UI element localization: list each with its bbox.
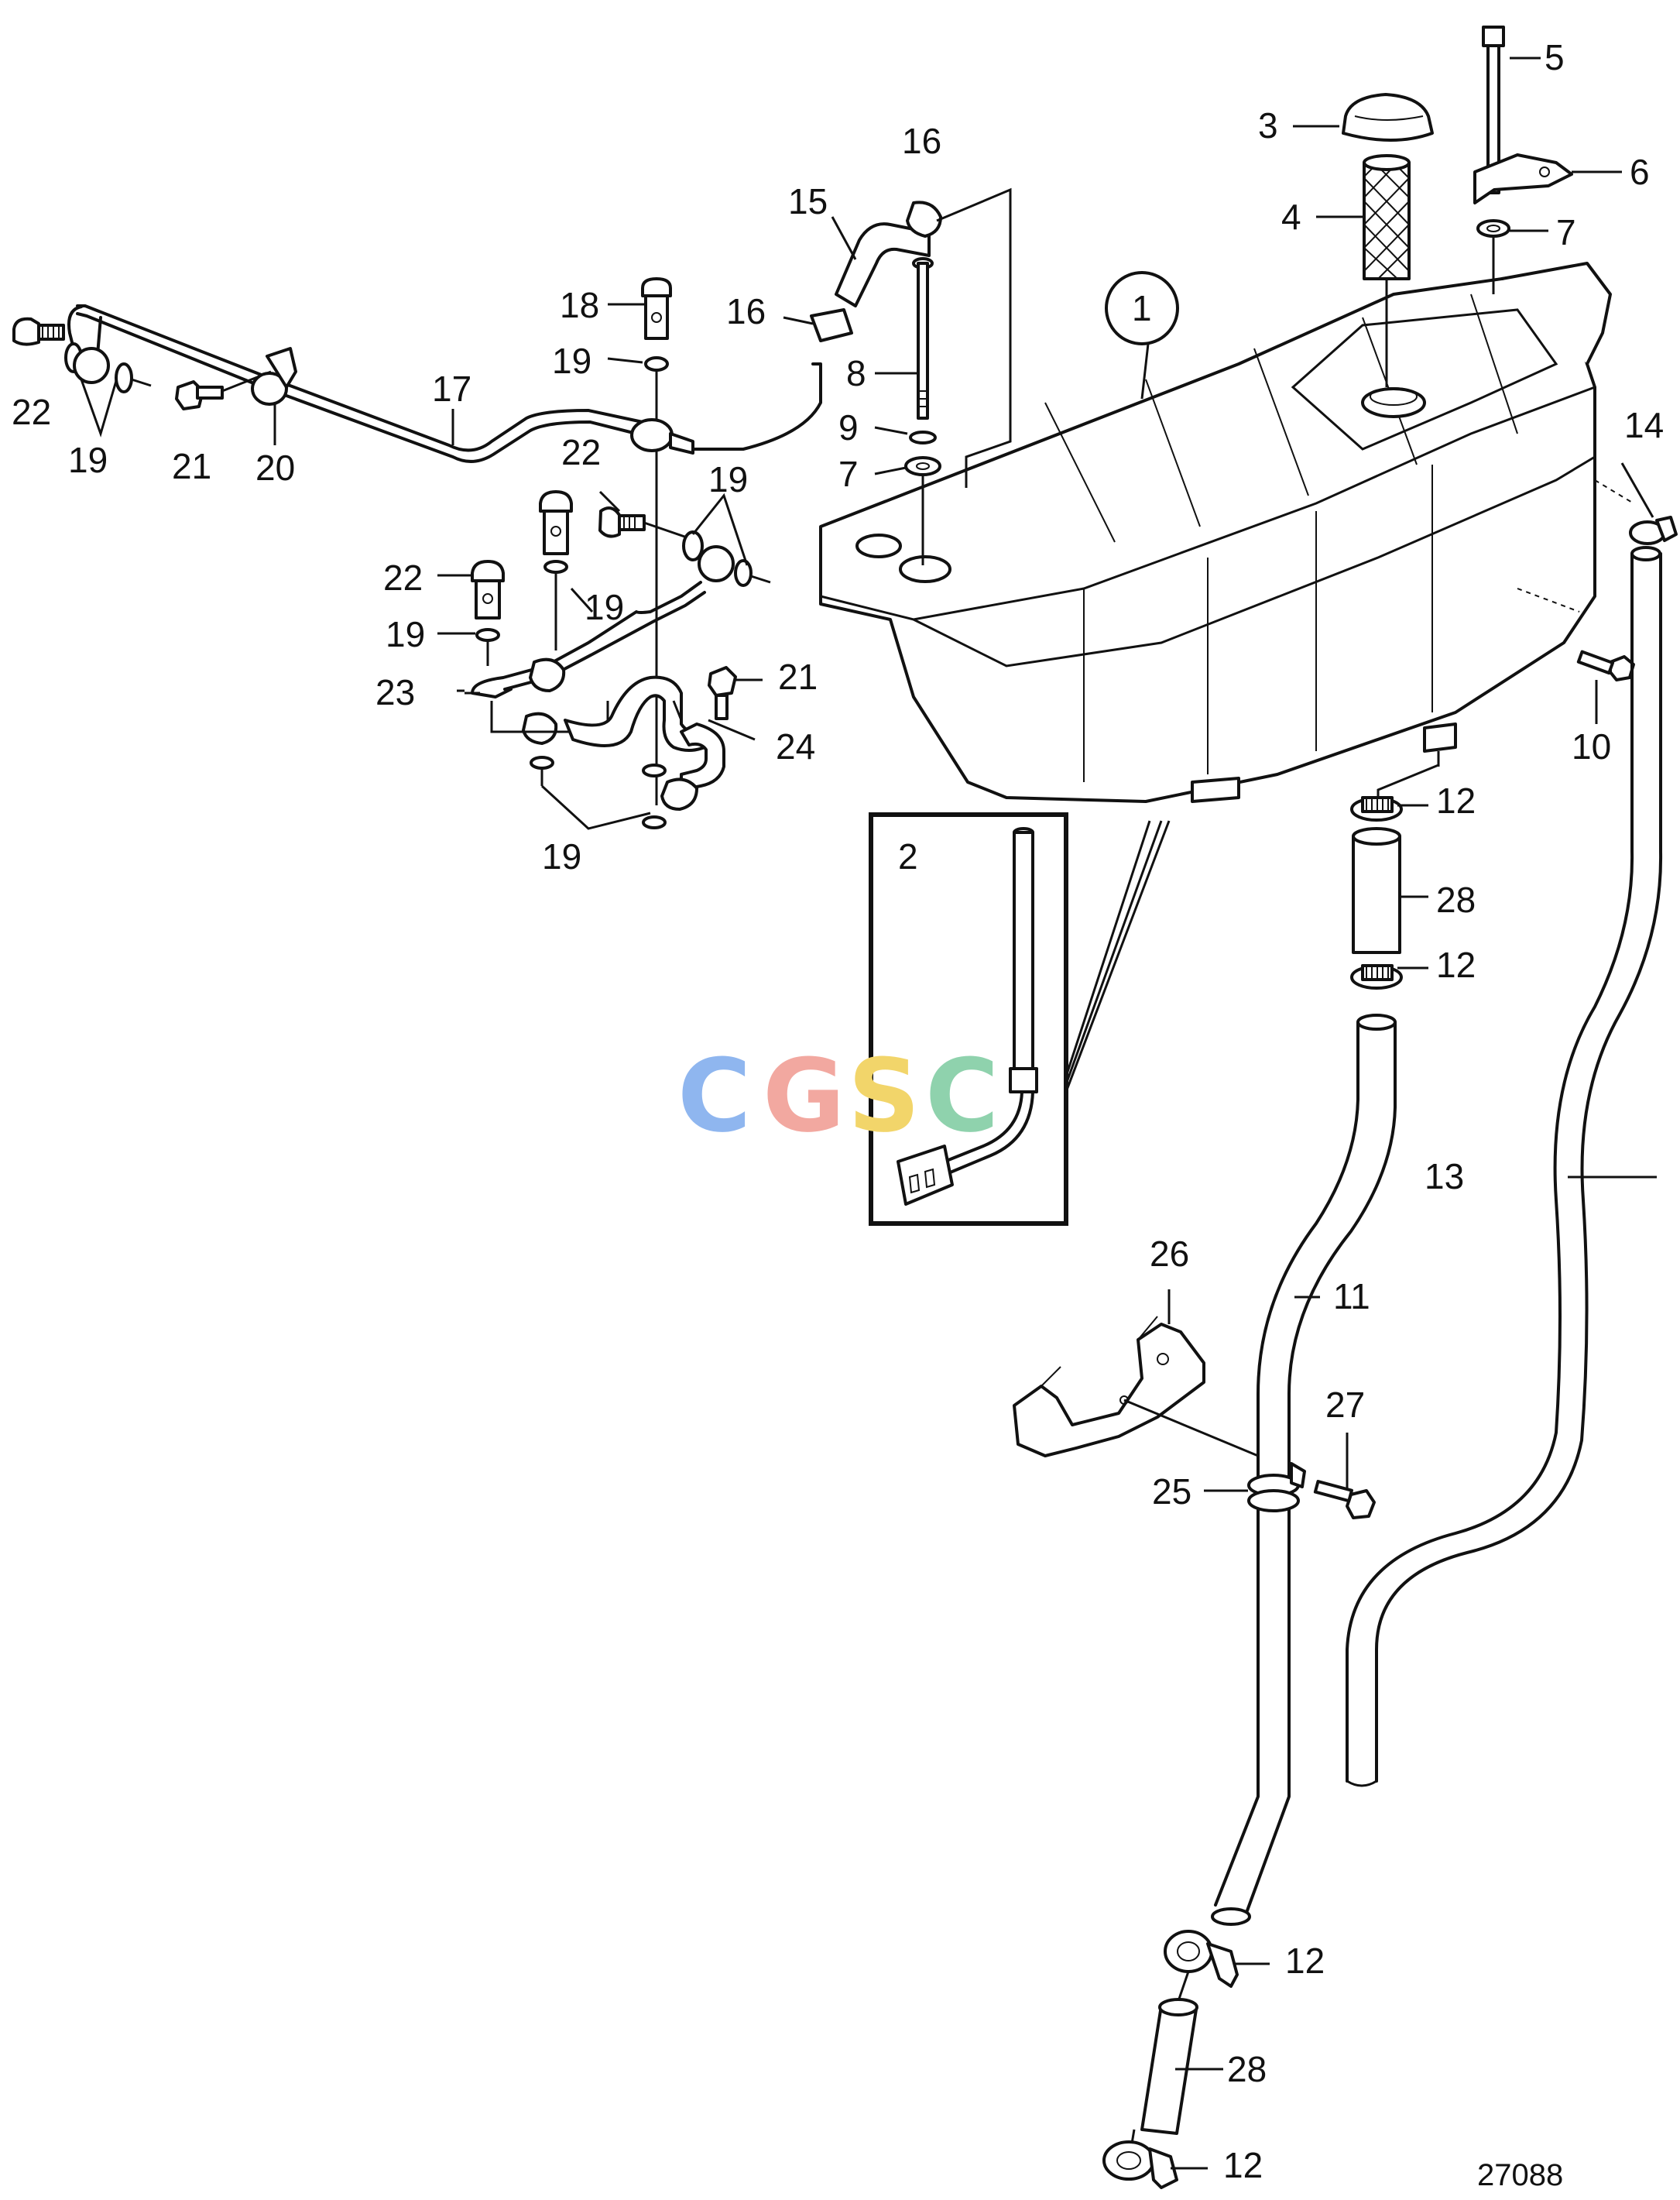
callout-12-a: 12 bbox=[1436, 781, 1476, 821]
callout-23: 23 bbox=[375, 672, 415, 712]
clamp-12-a bbox=[1350, 796, 1403, 822]
watermark-letter-1: C bbox=[677, 1037, 751, 1155]
callout-10: 10 bbox=[1572, 726, 1611, 767]
washer-19-top bbox=[644, 356, 669, 372]
callout-19-right: 19 bbox=[708, 459, 748, 499]
clip-20 bbox=[251, 347, 297, 406]
fuel-line-17 bbox=[67, 304, 667, 463]
clamp-12-d bbox=[1102, 2140, 1178, 2189]
banjo-bolt-18 bbox=[641, 277, 672, 340]
callout-4: 4 bbox=[1281, 197, 1301, 237]
washer-19-bottom-b bbox=[642, 764, 667, 777]
washers-19-left bbox=[64, 342, 133, 393]
callout-28-upper: 28 bbox=[1436, 880, 1476, 920]
callout-19-top: 19 bbox=[552, 341, 591, 381]
banjo-bolt-22-left bbox=[12, 317, 65, 346]
bracket-26 bbox=[1013, 1316, 1205, 1457]
bolt-27 bbox=[1313, 1480, 1376, 1519]
callout-12-b: 12 bbox=[1436, 945, 1476, 985]
bolt-21-left bbox=[175, 380, 224, 410]
washer-19-bottom-c bbox=[642, 815, 667, 829]
washer-19-bottom-a bbox=[530, 756, 554, 770]
clamp-12-c bbox=[1164, 1930, 1239, 1988]
washer-19-mid bbox=[543, 560, 568, 574]
drawing-number: 27088 bbox=[1477, 2158, 1563, 2192]
callout-24: 24 bbox=[776, 726, 815, 767]
bolt-10 bbox=[1576, 650, 1635, 681]
banjo-bolt-22-side bbox=[598, 506, 646, 538]
watermark-letter-2: G bbox=[763, 1037, 845, 1155]
callout-labels: 1 2 3 4 5 6 7 8 9 7 10 11 12 12 12 12 13… bbox=[12, 37, 1664, 2192]
callout-12-c: 12 bbox=[1285, 1941, 1325, 1981]
callout-1: 1 bbox=[1132, 288, 1152, 328]
callout-22-lower: 22 bbox=[383, 558, 423, 598]
filler-cap bbox=[1342, 93, 1434, 142]
clip-14 bbox=[1629, 516, 1678, 545]
hose-24 bbox=[564, 675, 725, 811]
banjo-bolt-22-mid bbox=[539, 490, 573, 555]
fuel-line-23 bbox=[471, 581, 706, 745]
watermark: C G S C bbox=[677, 1037, 999, 1155]
fuel-hose-11 bbox=[1211, 1014, 1397, 1926]
callout-21-left: 21 bbox=[172, 446, 211, 486]
stud-8 bbox=[912, 257, 934, 420]
callout-circle-1 bbox=[1105, 271, 1179, 345]
hose-15 bbox=[835, 222, 931, 307]
bolt-21-right bbox=[708, 666, 737, 720]
callout-19-left: 19 bbox=[68, 440, 108, 480]
callout-16-side: 16 bbox=[726, 291, 766, 331]
callout-8: 8 bbox=[846, 353, 866, 393]
callout-3: 3 bbox=[1258, 105, 1278, 146]
callout-13: 13 bbox=[1425, 1156, 1464, 1196]
clamp-25 bbox=[1247, 1462, 1306, 1512]
sleeve-28-lower bbox=[1140, 1998, 1198, 2135]
callout-27: 27 bbox=[1325, 1385, 1365, 1425]
callout-5: 5 bbox=[1545, 37, 1565, 77]
callout-21-right: 21 bbox=[778, 657, 818, 697]
callout-14: 14 bbox=[1624, 405, 1664, 445]
callout-2: 2 bbox=[898, 836, 918, 877]
hose-13 bbox=[1346, 546, 1663, 1787]
callout-25: 25 bbox=[1152, 1471, 1191, 1512]
bolt-5 bbox=[1482, 26, 1505, 194]
callout-19-bottom: 19 bbox=[542, 836, 581, 877]
callout-6: 6 bbox=[1630, 152, 1650, 192]
clamp-12-b bbox=[1350, 964, 1403, 990]
callout-20: 20 bbox=[255, 448, 295, 488]
clamp-16-upper bbox=[906, 201, 942, 238]
callout-22-left: 22 bbox=[12, 392, 51, 432]
watermark-letter-4: C bbox=[925, 1037, 999, 1155]
inset-level-sender bbox=[869, 812, 1068, 1226]
callout-11: 11 bbox=[1333, 1276, 1370, 1316]
callout-15: 15 bbox=[788, 181, 828, 221]
callout-19-mid: 19 bbox=[585, 587, 624, 627]
banjo-bolt-22-lower bbox=[471, 560, 505, 620]
sleeve-28-upper bbox=[1352, 827, 1401, 954]
strainer bbox=[1363, 154, 1411, 280]
callout-17: 17 bbox=[432, 369, 471, 409]
callout-16-top: 16 bbox=[902, 121, 941, 161]
callout-9: 9 bbox=[838, 407, 859, 448]
watermark-letter-3: S bbox=[848, 1037, 921, 1155]
callout-19-lower: 19 bbox=[386, 614, 425, 654]
callout-7-center: 7 bbox=[838, 454, 859, 494]
callout-28-lower: 28 bbox=[1227, 2049, 1267, 2089]
callout-7-right: 7 bbox=[1556, 212, 1576, 252]
callout-22-top: 22 bbox=[561, 432, 601, 472]
bracket-6 bbox=[1473, 153, 1573, 204]
tee-fitting-upper bbox=[630, 418, 694, 455]
washer-9 bbox=[909, 431, 937, 444]
callout-26: 26 bbox=[1150, 1234, 1189, 1274]
clamp-16-lower bbox=[810, 308, 853, 342]
washer-7-center bbox=[904, 456, 941, 476]
washers-19-right bbox=[682, 530, 753, 587]
callout-12-d: 12 bbox=[1223, 2145, 1263, 2185]
callout-18: 18 bbox=[560, 285, 599, 325]
washer-19-lower bbox=[475, 628, 500, 642]
washer-7-right bbox=[1476, 219, 1510, 238]
fuel-tank bbox=[819, 262, 1612, 803]
